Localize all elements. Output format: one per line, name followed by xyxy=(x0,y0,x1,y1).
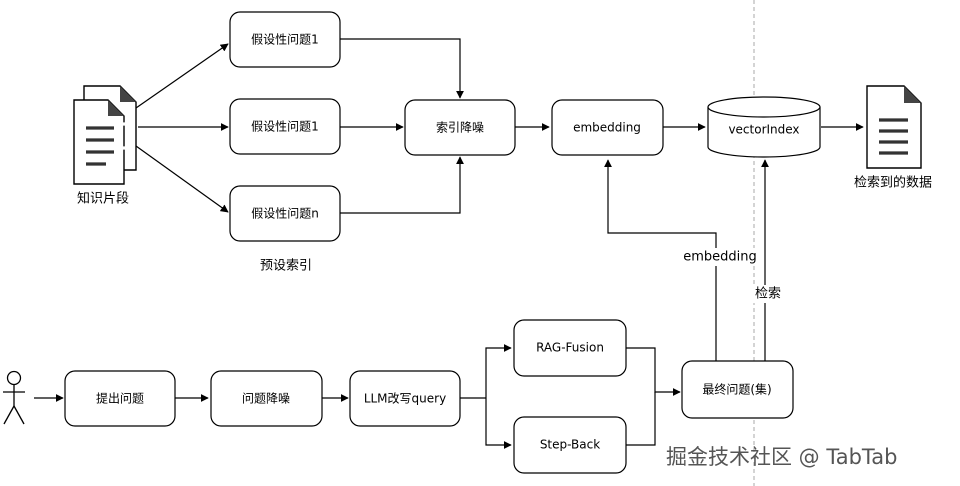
node-llm-rewrite-query[interactable]: LLM改写query xyxy=(349,370,461,427)
svg-text:假设性问题1: 假设性问题1 xyxy=(251,33,319,47)
edge-branch-to-rag-fusion xyxy=(485,344,512,398)
retrieve-edge-label-bg xyxy=(752,285,784,303)
svg-text:假设性问题n: 假设性问题n xyxy=(251,207,319,221)
edge-qn-to-index-denoise xyxy=(340,156,464,214)
node-hypothetical-question-n[interactable]: 假设性问题n xyxy=(229,185,341,242)
preset-index-label: 预设索引 xyxy=(260,259,312,274)
embedding-edge-label-bg xyxy=(684,248,756,266)
person-icon xyxy=(3,370,25,425)
svg-text:问题降噪: 问题降噪 xyxy=(242,392,290,406)
edge-docs-to-q1 xyxy=(135,43,229,109)
knowledge-fragments-label: 知识片段 xyxy=(77,191,129,207)
svg-text:最终问题(集): 最终问题(集) xyxy=(702,382,771,397)
node-hypothetical-question-2[interactable]: 假设性问题1 xyxy=(229,98,341,155)
watermark-text: 掘金技术社区 @ TabTab xyxy=(666,445,898,469)
svg-text:RAG-Fusion: RAG-Fusion xyxy=(536,341,604,355)
node-rag-fusion[interactable]: RAG-Fusion xyxy=(513,319,627,377)
svg-text:索引降噪: 索引降噪 xyxy=(436,121,484,135)
edge-docs-to-qn xyxy=(135,145,229,213)
svg-text:LLM改写query: LLM改写query xyxy=(364,392,446,406)
retrieved-data-label: 检索到的数据 xyxy=(854,175,932,191)
node-embedding[interactable]: embedding xyxy=(551,99,664,156)
vectorindex-label: vectorIndex xyxy=(728,123,799,137)
node-index-denoise[interactable]: 索引降噪 xyxy=(404,99,516,156)
edge-branch-to-step-back xyxy=(485,398,512,449)
node-hypothetical-question-1[interactable]: 假设性问题1 xyxy=(229,11,341,68)
node-ask-question[interactable]: 提出问题 xyxy=(64,370,176,427)
document-stack-icon xyxy=(73,85,137,185)
node-vectorindex[interactable]: vectorIndex xyxy=(707,96,821,158)
edge-step-back-to-final xyxy=(626,392,656,446)
svg-text:embedding: embedding xyxy=(573,121,641,135)
edge-final-embedding-up xyxy=(604,159,717,361)
edge-rag-fusion-to-final xyxy=(626,347,681,396)
edge-q1-to-index-denoise xyxy=(340,38,464,99)
retrieve-edge-label: 检索 xyxy=(755,287,781,302)
node-question-denoise[interactable]: 问题降噪 xyxy=(210,370,323,427)
node-final-question-set[interactable]: 最终问题(集) xyxy=(681,360,794,419)
document-icon xyxy=(866,85,922,169)
node-step-back[interactable]: Step-Back xyxy=(513,416,627,474)
svg-text:提出问题: 提出问题 xyxy=(96,391,144,406)
database-cylinder-icon xyxy=(707,96,821,158)
embedding-edge-label: embedding xyxy=(683,250,757,265)
svg-text:Step-Back: Step-Back xyxy=(540,438,600,452)
svg-text:假设性问题1: 假设性问题1 xyxy=(251,120,319,134)
